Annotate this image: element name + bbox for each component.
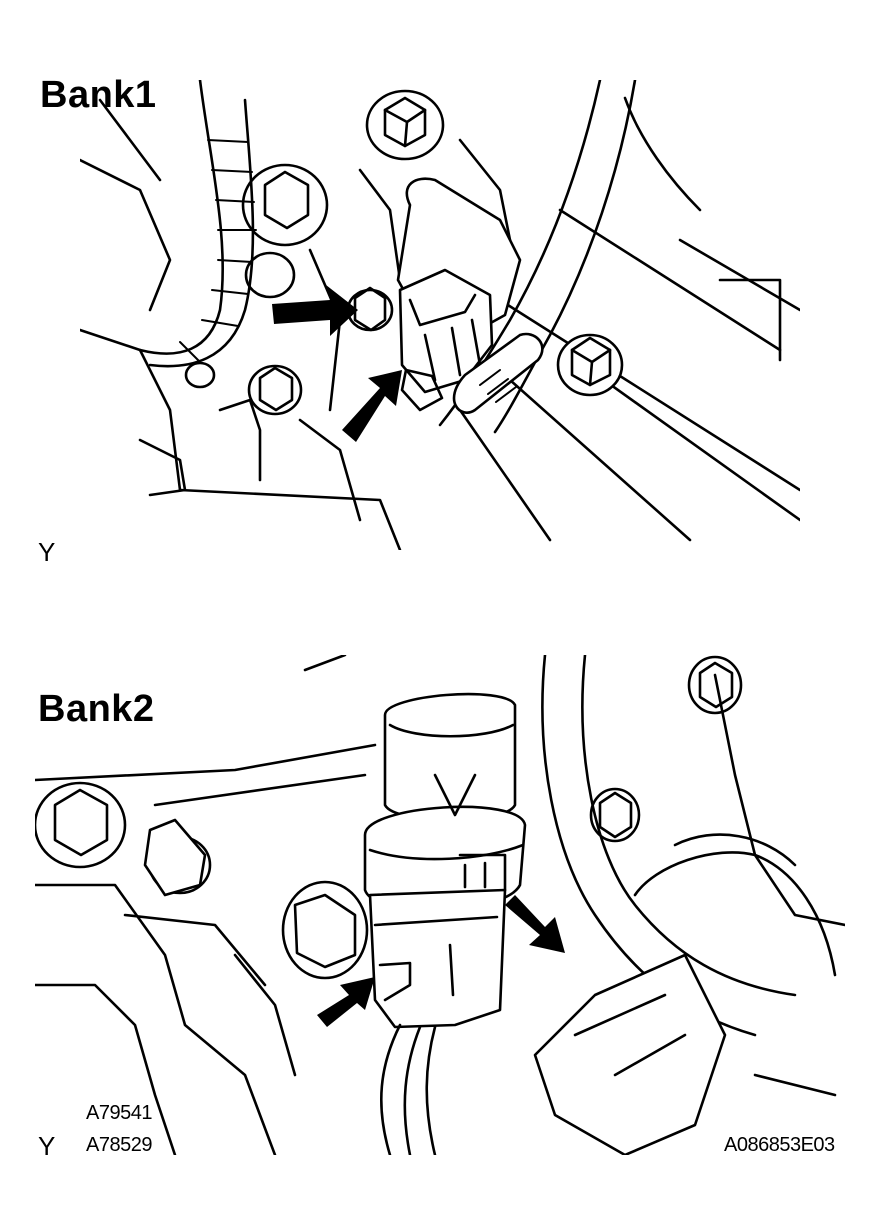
bank1-view-label: Y [38, 537, 56, 567]
bank1-arrow-upper [272, 285, 358, 336]
ref-code-a: A79541 [86, 1102, 152, 1124]
bank1-illustration [80, 80, 800, 550]
bank2-arrow-right [505, 895, 565, 953]
bank2-title: Bank2 [38, 688, 155, 730]
bank1-engine-drawing [80, 80, 800, 550]
ref-code-b: A78529 [86, 1134, 152, 1156]
bank2-engine-drawing [35, 655, 845, 1155]
bank2-illustration [35, 655, 845, 1155]
bank1-arrow-lower [342, 370, 402, 442]
bank2-arrow-left [317, 977, 375, 1027]
ref-code-c: A086853E03 [724, 1134, 835, 1156]
bank2-view-label: Y [38, 1131, 56, 1161]
bank1-title: Bank1 [40, 74, 157, 116]
